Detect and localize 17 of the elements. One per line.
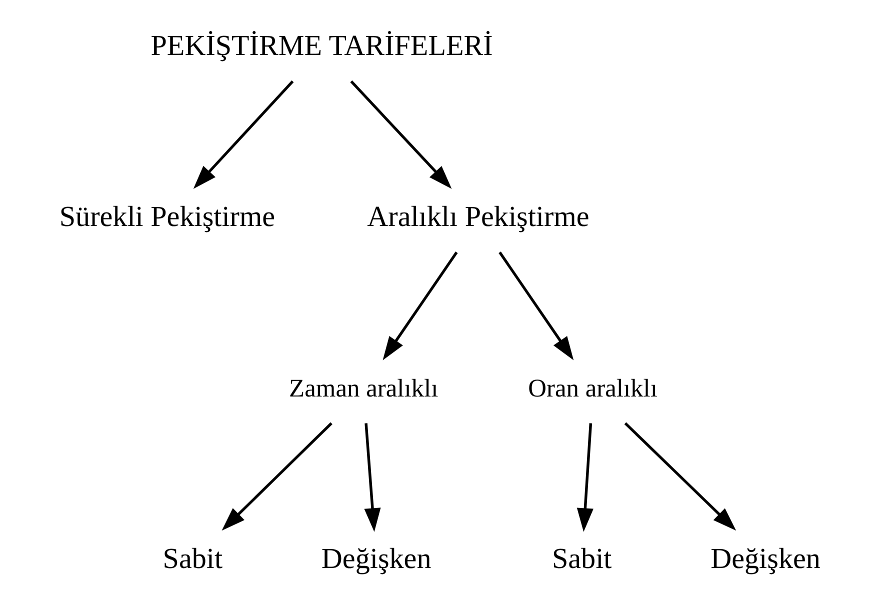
arrow — [364, 423, 381, 532]
node-text: Sabit — [552, 542, 612, 575]
node-text: Sabit — [162, 542, 223, 575]
arrow — [624, 422, 736, 531]
arrow — [576, 423, 594, 532]
node-text: Değişken — [321, 542, 432, 575]
node-text: Aralıklı Pekiştirme — [367, 200, 590, 233]
node-text: Sürekli Pekiştirme — [59, 200, 276, 233]
arrow — [350, 80, 452, 189]
node-text: Oran aralıklı — [528, 374, 658, 403]
node-text: Zaman aralıklı — [289, 374, 438, 403]
arrow — [222, 422, 332, 531]
arrow — [193, 80, 294, 189]
node-text: Değişken — [710, 542, 820, 575]
arrow — [382, 252, 458, 360]
arrow — [498, 252, 574, 360]
node-text: PEKİŞTİRME TARİFELERİ — [150, 30, 493, 62]
